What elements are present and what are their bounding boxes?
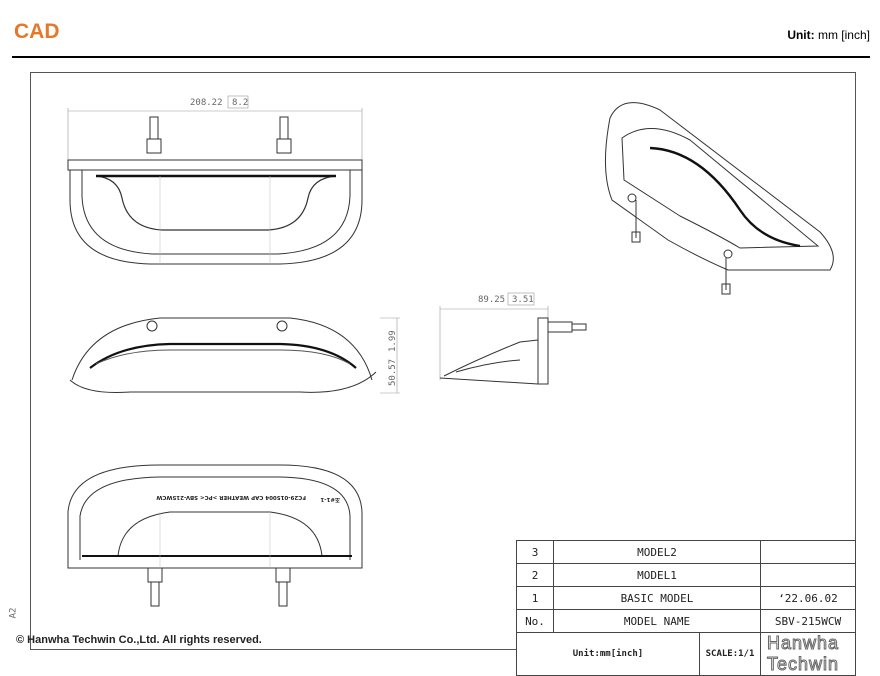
tb-name: MODEL1	[553, 563, 761, 587]
unit-label: Unit: mm [inch]	[787, 28, 870, 42]
page-title: CAD	[14, 20, 60, 43]
dim-height-inch: 1.99	[388, 330, 398, 352]
front-view	[69, 317, 400, 394]
header-rule	[12, 56, 870, 58]
dim-depth-inch: 3.51	[512, 295, 534, 305]
tb-scale: SCALE:1/1	[699, 632, 761, 676]
dim-depth: 89.25	[478, 295, 505, 305]
dim-depth-box	[507, 292, 535, 306]
tb-logo: Hanwha Techwin	[760, 632, 856, 676]
copyright-notice: © Hanwha Techwin Co.,Ltd. All rights res…	[16, 634, 262, 646]
part-marking-line2: 조#1-1	[320, 496, 340, 503]
title-block-row: No. MODEL NAME SBV-215WCW	[516, 609, 856, 633]
tb-name: MODEL NAME	[553, 609, 761, 633]
dim-width-top: 208.22	[190, 98, 223, 108]
tb-value: SBV-215WCW	[760, 609, 856, 633]
title-block-row: 1 BASIC MODEL ‘22.06.02	[516, 586, 856, 610]
tb-name: BASIC MODEL	[553, 586, 761, 610]
tb-value	[760, 563, 856, 587]
drawing-sheet-border	[30, 72, 856, 650]
tb-no: 1	[516, 586, 554, 610]
tb-no: 3	[516, 540, 554, 564]
title-block-row: Unit:mm[inch] SCALE:1/1 Hanwha Techwin	[516, 632, 856, 676]
tb-no: No.	[516, 609, 554, 633]
bottom-view	[67, 464, 363, 607]
side-view	[439, 306, 587, 385]
title-block-row: 3 MODEL2	[516, 540, 856, 564]
unit-label-key: Unit:	[787, 28, 815, 42]
dim-width-top-inch: 8.2	[232, 98, 248, 108]
dim-height: 50.57	[388, 359, 398, 386]
title-block: 3 MODEL2 2 MODEL1 1 BASIC MODEL ‘22.06.0…	[516, 540, 856, 676]
part-marking-line1: FC29-015004 CAP WEATHER >PC< SBV-215WCW	[156, 494, 306, 500]
dim-width-top-box	[227, 95, 249, 109]
iso-view	[605, 102, 834, 295]
tb-value: ‘22.06.02	[760, 586, 856, 610]
title-block-row: 2 MODEL1	[516, 563, 856, 587]
top-view	[67, 108, 363, 265]
sheet-size: A2	[8, 607, 19, 619]
tb-no: 2	[516, 563, 554, 587]
unit-label-value: mm [inch]	[817, 28, 870, 42]
tb-value	[760, 540, 856, 564]
hanwha-logo-text: Hanwha Techwin	[766, 633, 840, 675]
tb-unit: Unit:mm[inch]	[516, 632, 700, 676]
tb-name: MODEL2	[553, 540, 761, 564]
